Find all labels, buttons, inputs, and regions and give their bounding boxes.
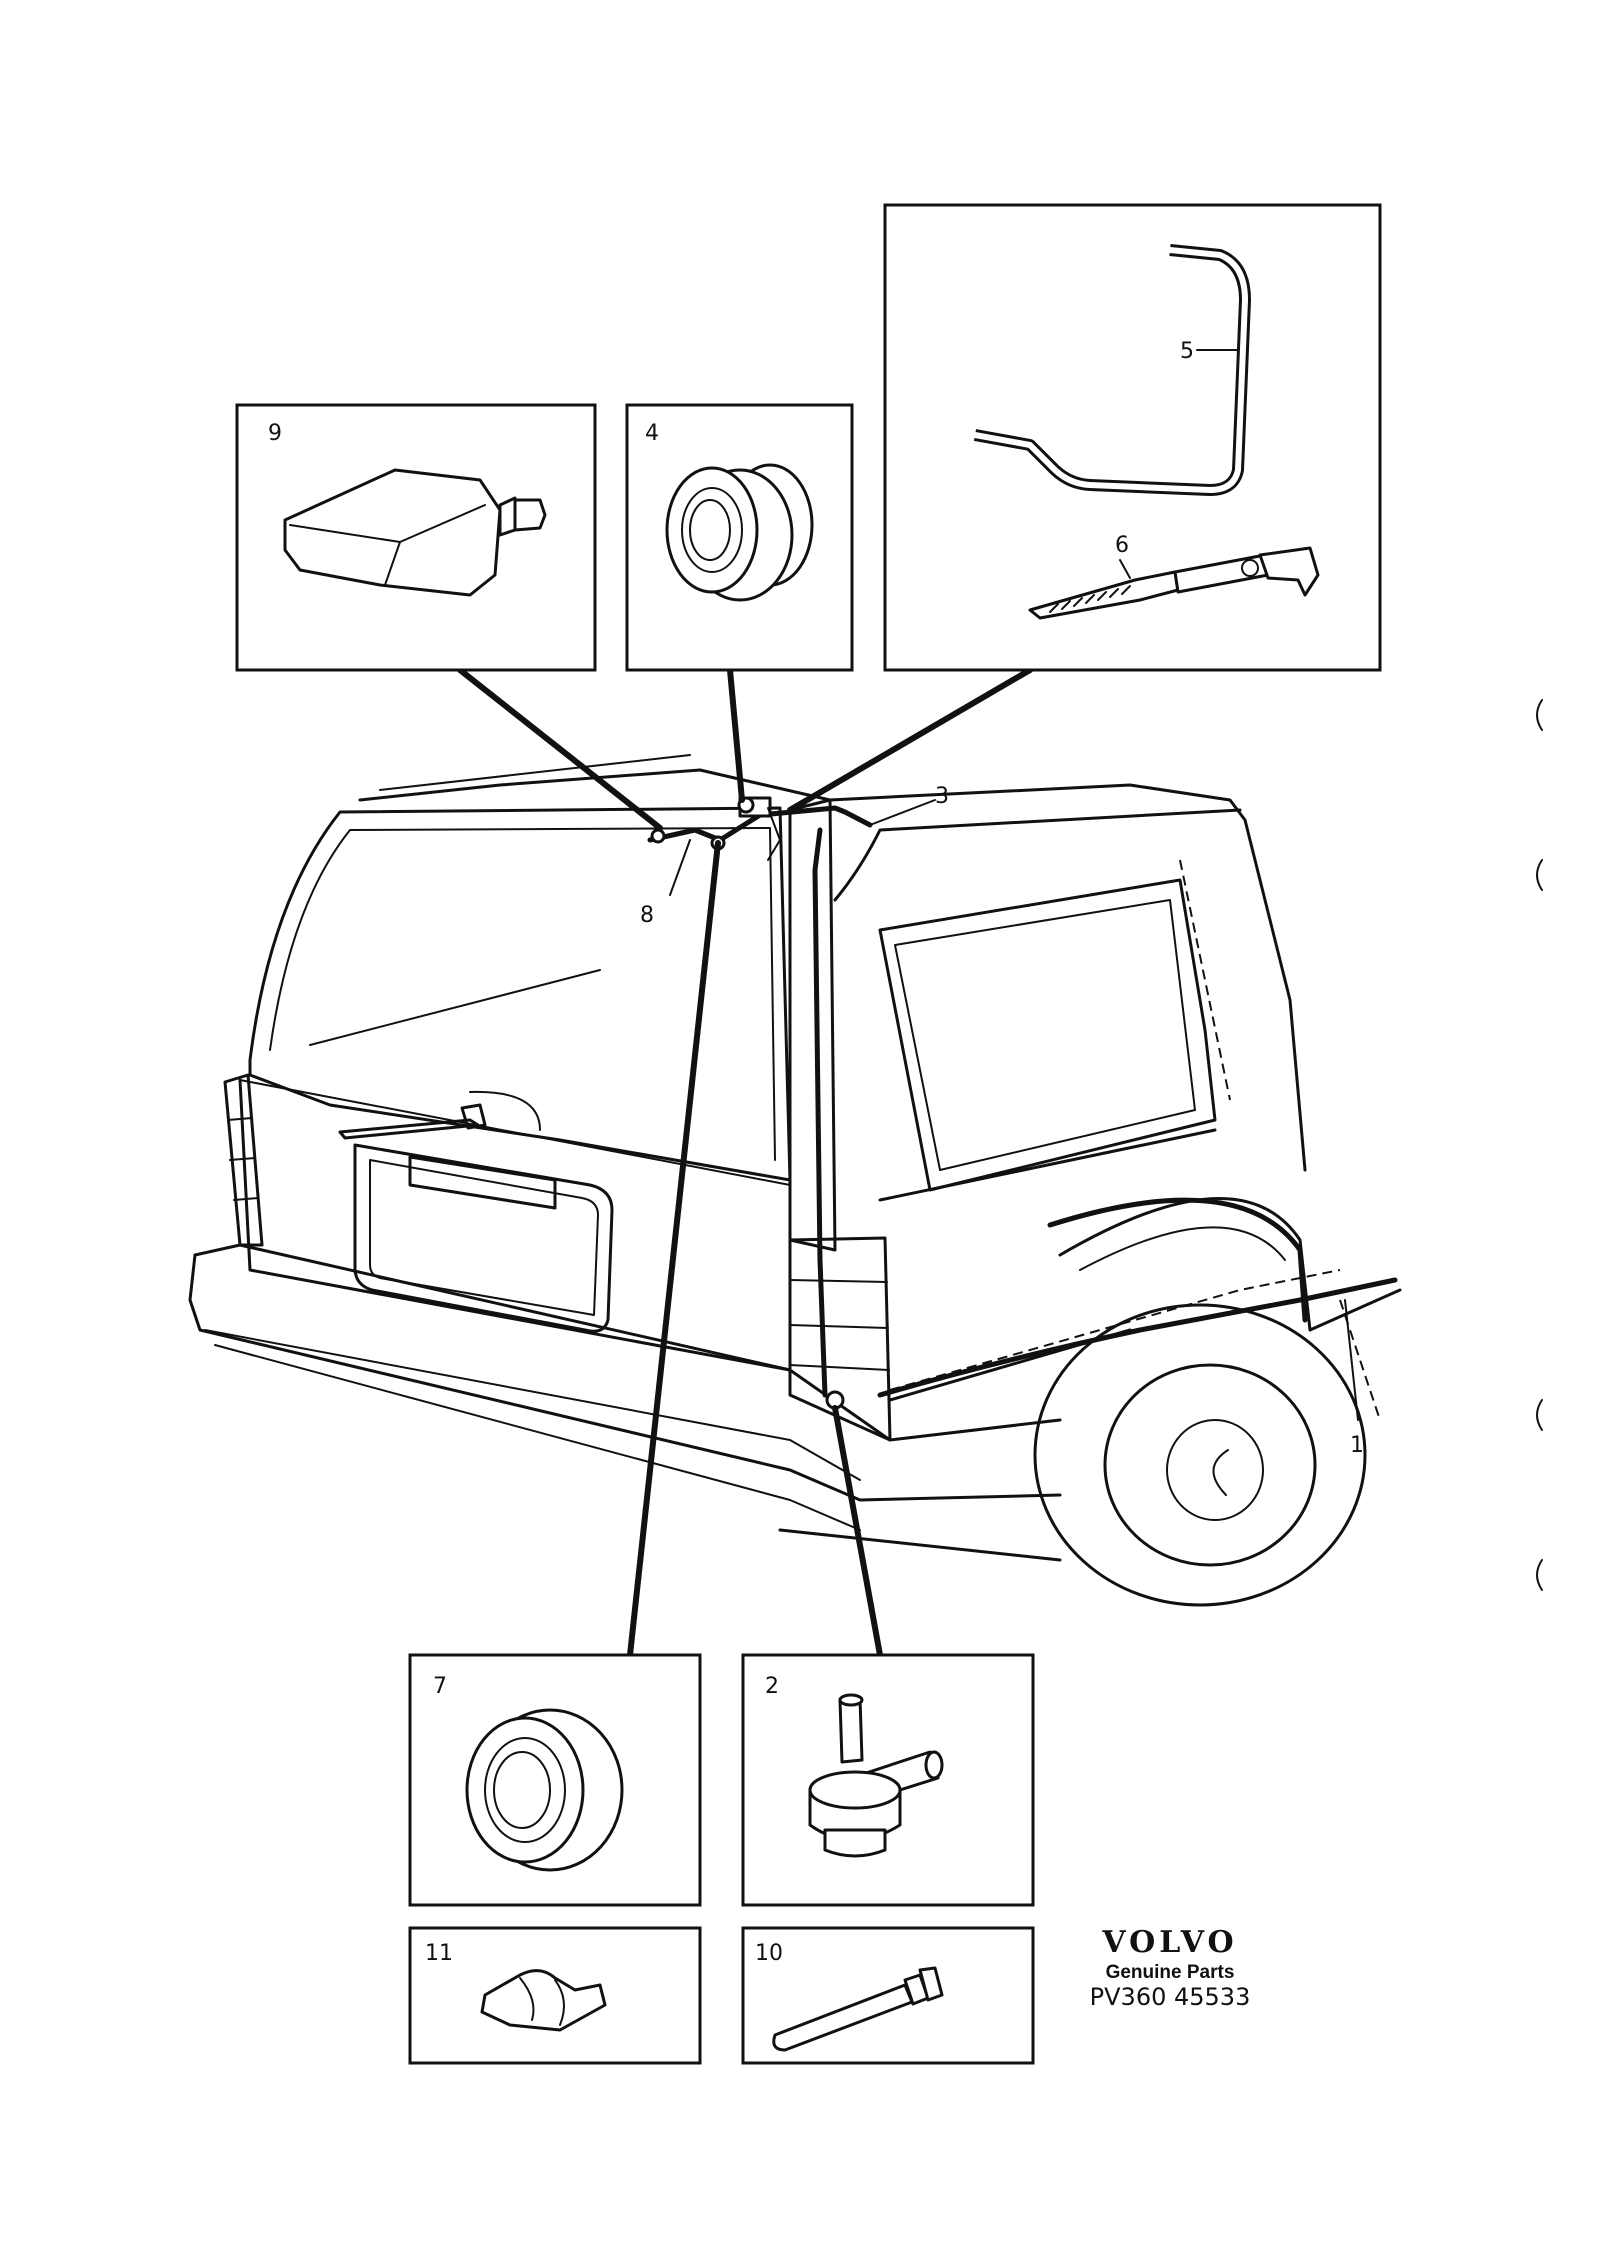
label-4: 4 [645,421,659,446]
label-6: 6 [1115,533,1129,558]
connector-lines [457,667,1033,1658]
label-3: 3 [935,784,949,809]
label-2: 2 [765,1674,779,1699]
label-10: 10 [755,1941,783,1966]
label-11: 11 [425,1941,453,1966]
margin-marks [1536,699,1543,1591]
detail-box-10: 10 [741,1926,1035,2065]
detail-box-11: 11 [408,1926,702,2065]
car-illustration [188,754,1402,1607]
label-7: 7 [433,1674,447,1699]
detail-box-7: 7 [408,1653,702,1907]
detail-box-5-6: 5 6 [883,203,1382,672]
car-labels: 1 3 8 [640,784,1364,1458]
detail-box-9: 9 [235,403,597,672]
detail-box-2: 2 [741,1653,1035,1907]
brand-block: VOLVO Genuine Parts PV360 45533 [1090,1925,1251,2011]
label-1: 1 [1350,1433,1364,1458]
label-8: 8 [640,903,654,928]
part-code: PV360 45533 [1090,1983,1251,2011]
label-9: 9 [268,421,282,446]
detail-box-4: 4 [625,403,854,672]
brand-subtitle: Genuine Parts [1106,1962,1235,1983]
brand-name: VOLVO [1101,1925,1237,1960]
label-5: 5 [1180,339,1194,364]
